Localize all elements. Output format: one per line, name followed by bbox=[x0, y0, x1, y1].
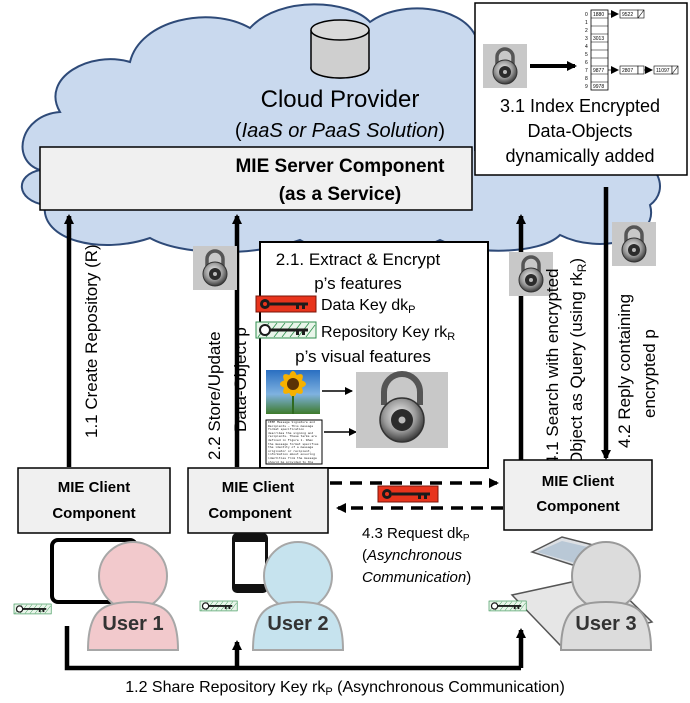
label-store-update-line2: Data-Object p bbox=[231, 327, 250, 432]
server-label-line2: (as a Service) bbox=[279, 184, 402, 205]
hash-table: 0 1 2 3 4 5 6 7 8 9 1880 3013 9877 9978 … bbox=[585, 9, 679, 91]
index-label-line1: 3.1 Index Encrypted bbox=[500, 96, 660, 116]
user-2-avatar bbox=[251, 541, 345, 651]
database-icon bbox=[310, 19, 370, 79]
client-1-line2: Component bbox=[52, 505, 135, 522]
client-2-line1: MIE Client bbox=[222, 479, 295, 496]
client-3-box bbox=[503, 459, 653, 531]
label-request-line2: (Asynchronous bbox=[362, 547, 463, 564]
smartphone-icon bbox=[232, 533, 268, 593]
client-3-line1: MIE Client bbox=[542, 473, 615, 490]
svg-text:0: 0 bbox=[585, 12, 588, 18]
label-request-line3: Communication) bbox=[362, 569, 471, 586]
user-3-repo-key-icon bbox=[488, 600, 527, 612]
user-1-repo-key-icon bbox=[13, 603, 52, 615]
client-3-line2: Component bbox=[536, 498, 619, 515]
svg-text:9: 9 bbox=[585, 84, 588, 90]
text-document-image: IEEE Message Signature and Recipients — … bbox=[265, 419, 323, 465]
svg-text:1880: 1880 bbox=[593, 12, 604, 18]
svg-text:2: 2 bbox=[585, 28, 588, 34]
svg-text:2807: 2807 bbox=[622, 68, 633, 74]
index-lock-icon bbox=[481, 42, 529, 90]
cloud-provider-subtitle: (IaaS or PaaS Solution) bbox=[235, 120, 445, 142]
label-request-dkp: 4.3 Request dkP bbox=[362, 525, 470, 544]
svg-text:5: 5 bbox=[585, 52, 588, 58]
share-key-path bbox=[64, 626, 521, 671]
label-share-repository-key: 1.2 Share Repository Key rkP (Asynchrono… bbox=[125, 679, 565, 698]
store-lock-icon bbox=[191, 244, 239, 292]
client-1-box bbox=[17, 467, 171, 534]
data-key-transfer-icon bbox=[377, 485, 439, 503]
svg-text:9877: 9877 bbox=[593, 68, 604, 74]
client-2-box bbox=[187, 467, 329, 534]
user-2-label: User 2 bbox=[267, 613, 328, 635]
user-1-label: User 1 bbox=[102, 613, 163, 635]
sunflower-image bbox=[266, 370, 320, 414]
reply-lock-icon bbox=[610, 220, 658, 268]
svg-text:1: 1 bbox=[585, 20, 588, 26]
label-reply-line1: 4.2 Reply containing bbox=[615, 294, 634, 448]
server-label-line1: MIE Server Component bbox=[235, 156, 445, 177]
cloud-provider-title: Cloud Provider bbox=[261, 86, 420, 113]
data-key-label: Data Key dkP bbox=[321, 297, 416, 316]
index-box bbox=[474, 2, 688, 176]
label-reply-line2: encrypted p bbox=[640, 329, 659, 418]
svg-text:3: 3 bbox=[585, 36, 588, 42]
svg-text:7: 7 bbox=[585, 68, 588, 74]
user-3-label: User 3 bbox=[575, 613, 636, 635]
svg-text:3013: 3013 bbox=[593, 36, 604, 42]
label-search-line2: Object as Query (using rkR) bbox=[567, 258, 589, 465]
svg-text:9522: 9522 bbox=[622, 12, 633, 18]
extract-title-line2: p’s features bbox=[314, 274, 402, 293]
visual-features-label: p’s visual features bbox=[295, 347, 431, 366]
client-1-line1: MIE Client bbox=[58, 479, 131, 496]
user-3-avatar bbox=[559, 541, 653, 651]
index-label-line3: dynamically added bbox=[505, 146, 654, 166]
client-2-line2: Component bbox=[208, 505, 291, 522]
mie-server-box bbox=[39, 146, 473, 211]
svg-text:6: 6 bbox=[585, 60, 588, 66]
encrypted-features-lock-icon bbox=[356, 371, 448, 448]
user-1-avatar bbox=[86, 541, 180, 651]
svg-text:11097: 11097 bbox=[656, 68, 670, 74]
svg-text:9978: 9978 bbox=[593, 84, 604, 90]
repository-key-icon bbox=[255, 321, 317, 339]
repository-key-label: Repository Key rkR bbox=[321, 324, 455, 343]
user-2-repo-key-icon bbox=[199, 600, 238, 612]
extract-title-line1: 2.1. Extract & Encrypt bbox=[276, 250, 441, 269]
label-store-update-line1: 2.2 Store/Update bbox=[205, 331, 224, 460]
label-create-repository: 1.1 Create Repository (R) bbox=[82, 244, 101, 438]
label-search-line1: 4.1 Search with encrypted bbox=[543, 268, 562, 465]
index-label-line2: Data-Objects bbox=[527, 121, 632, 141]
svg-text:4: 4 bbox=[585, 44, 588, 50]
data-key-icon bbox=[255, 295, 317, 313]
svg-text:8: 8 bbox=[585, 76, 588, 82]
